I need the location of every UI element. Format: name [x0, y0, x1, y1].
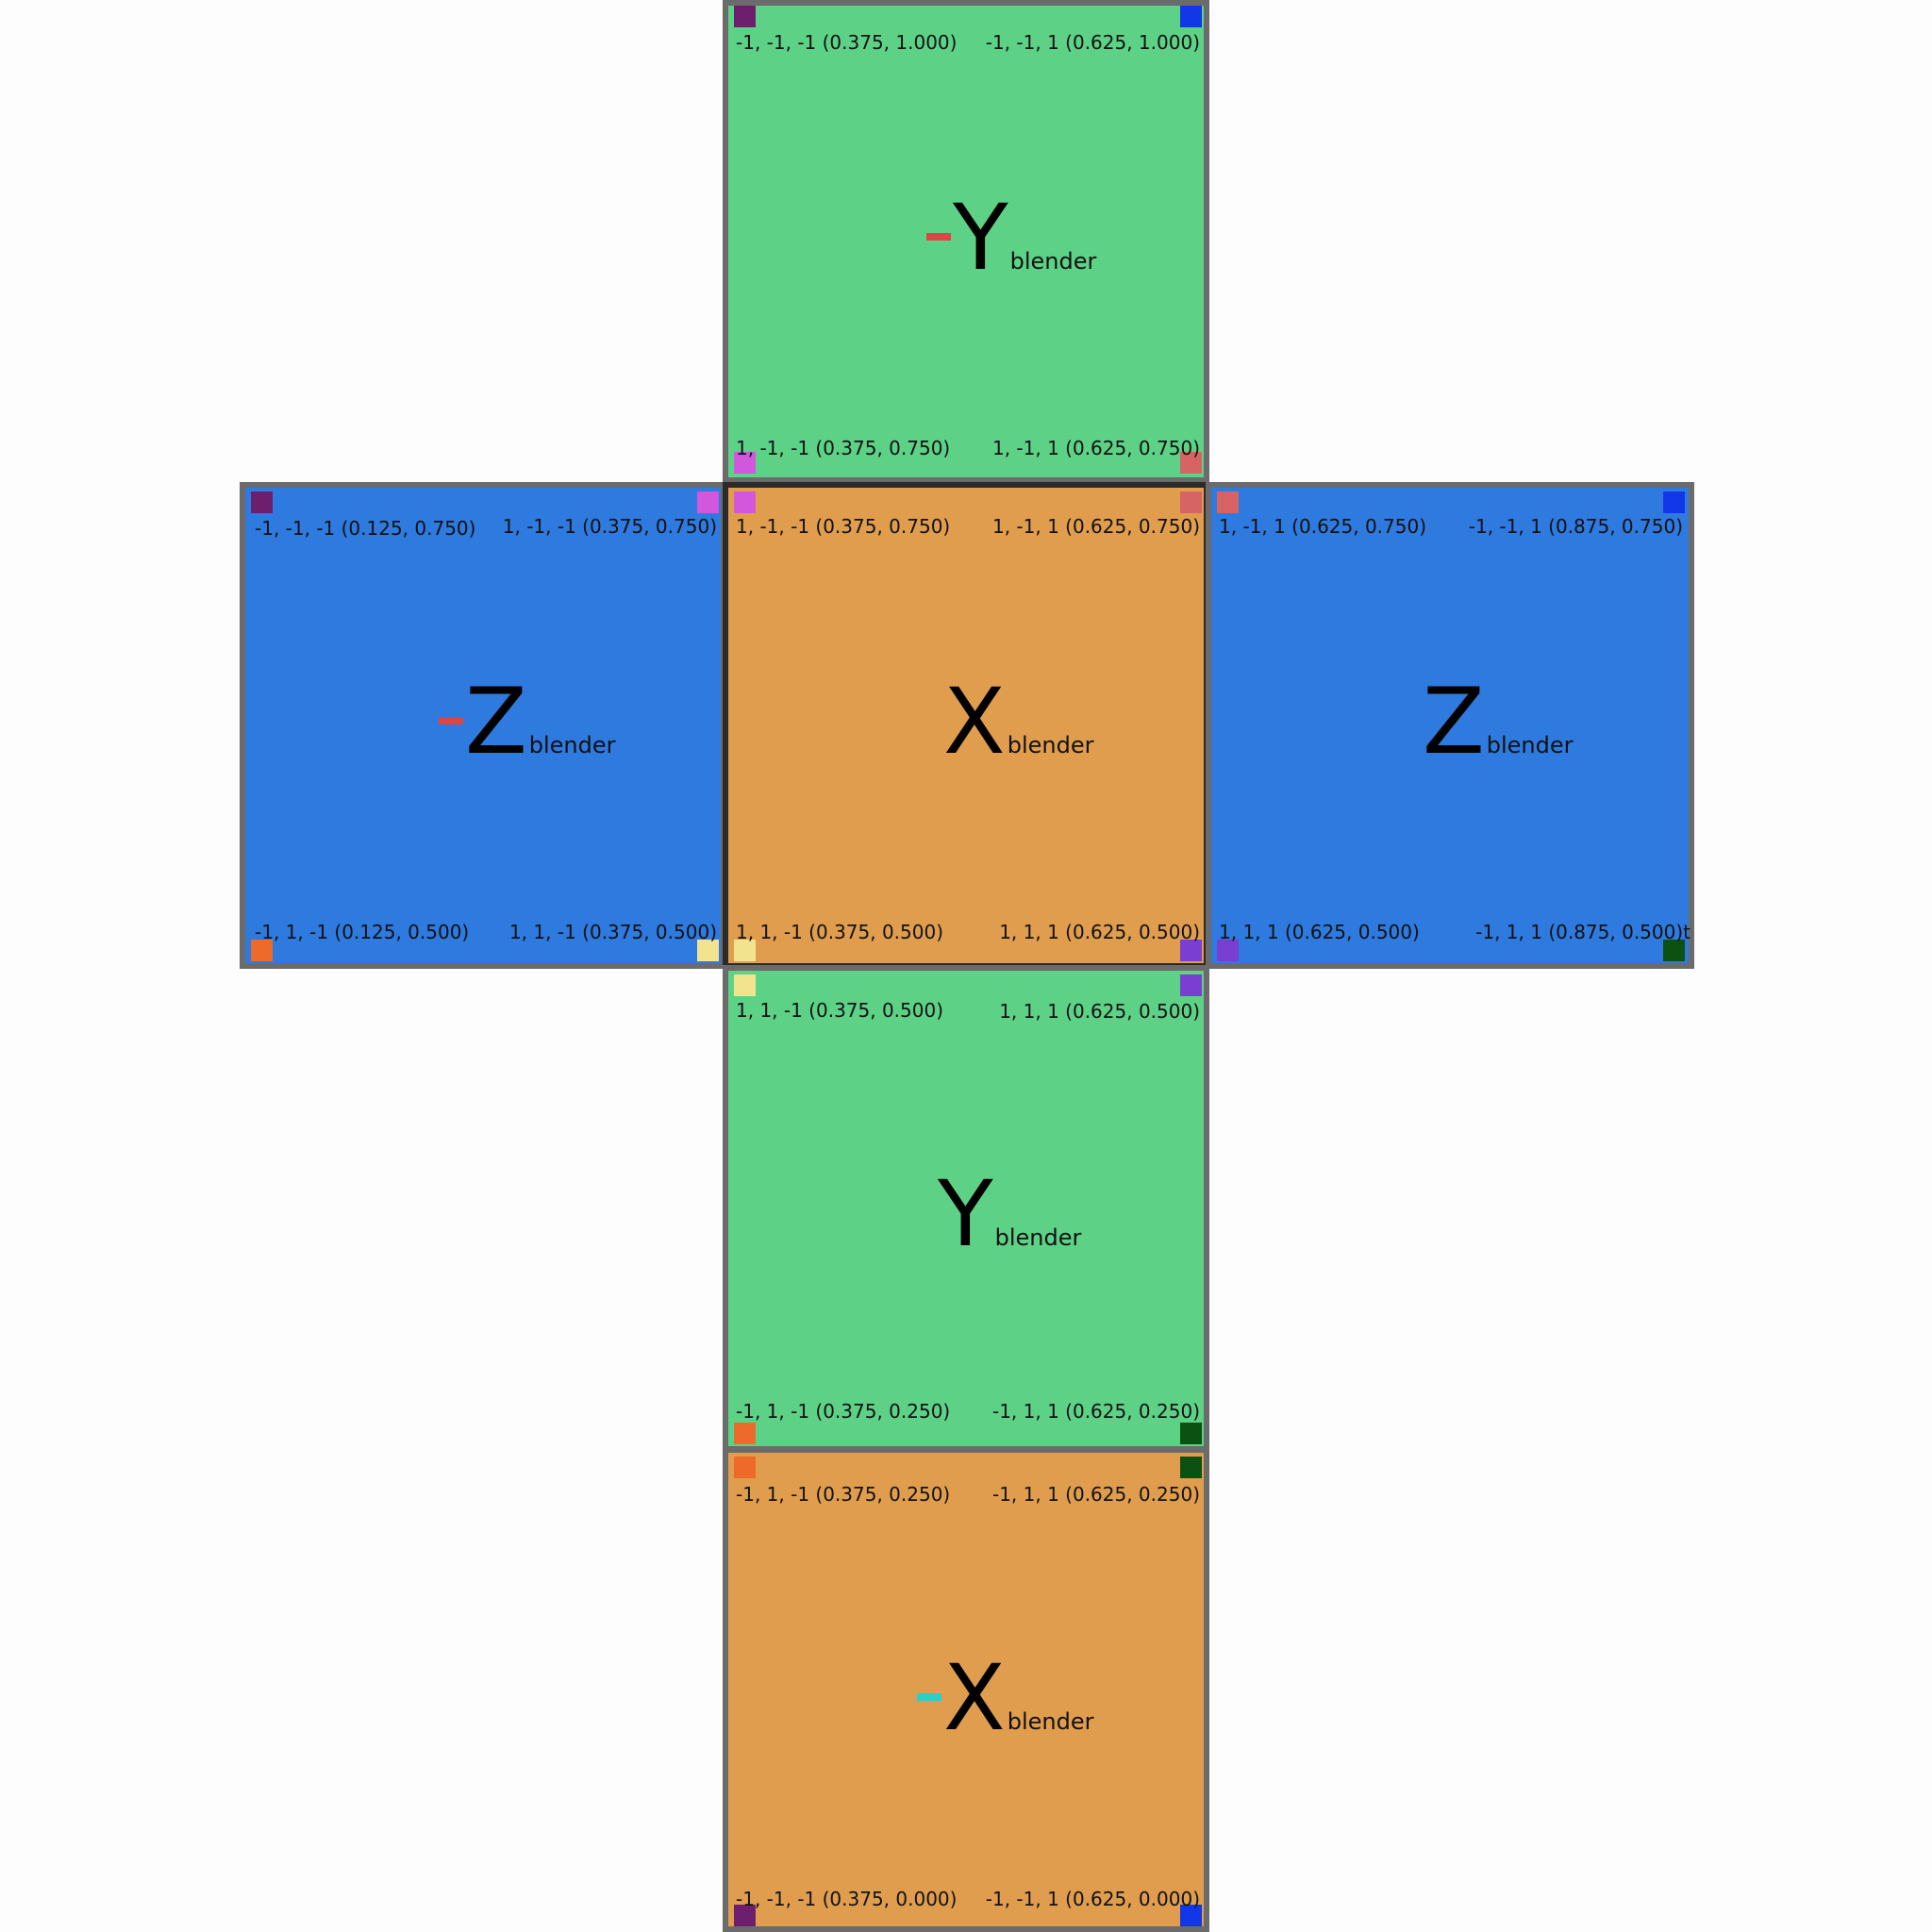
face-pos-x: 1, -1, -1 (0.375, 0.750) 1, -1, 1 (0.625… — [723, 482, 1209, 969]
corner-marker — [1180, 1457, 1202, 1478]
face-neg-x: -1, 1, -1 (0.375, 0.250) -1, 1, 1 (0.625… — [723, 1447, 1209, 1932]
vertex-label: 1, -1, -1 (0.375, 0.750) — [736, 515, 951, 538]
face-pos-y: 1, 1, -1 (0.375, 0.500) 1, 1, 1 (0.625, … — [723, 965, 1209, 1452]
axis-subscript: blender — [1009, 248, 1097, 275]
vertex-label: 1, -1, -1 (0.375, 0.750) — [736, 437, 951, 459]
axis-letter: Z — [465, 669, 527, 774]
axis-letter: Z — [1423, 669, 1485, 774]
axis-subscript: blender — [994, 1224, 1082, 1251]
corner-marker — [1180, 1905, 1202, 1926]
face-title: Y blender — [938, 1169, 1081, 1259]
axis-letter: X — [943, 1645, 1006, 1751]
face-title: Z blender — [1423, 676, 1574, 767]
vertex-label: -1, -1, -1 (0.375, 1.000) — [736, 31, 958, 54]
vertex-label: 1, 1, -1 (0.375, 0.500) — [736, 921, 944, 943]
vertex-label: -1, 1, -1 (0.125, 0.500) — [255, 921, 470, 943]
vertex-label: -1, -1, -1 (0.375, 0.000) — [736, 1888, 958, 1910]
vertex-label: 1, -1, 1 (0.625, 0.750) — [991, 515, 1200, 538]
vertex-label: -1, -1, 1 (0.625, 1.000) — [985, 31, 1200, 54]
vertex-label: 1, 1, -1 (0.375, 0.500) — [736, 999, 944, 1022]
vertex-label: 1, 1, -1 (0.375, 0.500) — [508, 921, 717, 943]
corner-marker — [1180, 940, 1202, 961]
vertex-label: 1, -1, -1 (0.375, 0.750) — [502, 515, 717, 538]
vertex-label: -1, 1, 1 (0.875, 0.500)t — [1475, 921, 1690, 943]
corner-marker — [1663, 940, 1685, 961]
face-neg-z: -1, -1, -1 (0.125, 0.750) 1, -1, -1 (0.3… — [240, 482, 726, 969]
axis-subscript: blender — [1486, 732, 1574, 758]
vertex-label: -1, 1, 1 (0.625, 0.250) — [991, 1483, 1200, 1506]
minus-sign — [917, 1693, 941, 1701]
corner-marker — [251, 491, 273, 513]
corner-marker — [734, 6, 756, 27]
face-title: Y blender — [926, 192, 1096, 283]
axis-letter: Y — [938, 1161, 993, 1267]
corner-marker — [734, 452, 756, 474]
corner-marker — [734, 940, 756, 961]
corner-marker — [734, 974, 756, 996]
face-title: X blender — [917, 1653, 1094, 1743]
corner-marker — [1180, 491, 1202, 513]
vertex-label: -1, 1, 1 (0.625, 0.250) — [991, 1400, 1200, 1423]
corner-marker — [1180, 1423, 1202, 1444]
axis-subscript: blender — [1007, 1708, 1094, 1735]
corner-marker — [251, 940, 273, 961]
face-pos-z: 1, -1, 1 (0.625, 0.750) -1, -1, 1 (0.875… — [1206, 482, 1694, 969]
axis-letter: X — [943, 669, 1006, 774]
axis-subscript: blender — [1007, 732, 1094, 758]
corner-marker — [1180, 974, 1202, 996]
vertex-label: -1, 1, -1 (0.375, 0.250) — [736, 1483, 951, 1506]
vertex-label: 1, -1, 1 (0.625, 0.750) — [991, 437, 1200, 459]
corner-marker — [1217, 491, 1239, 513]
corner-marker — [1180, 452, 1202, 474]
vertex-label: -1, -1, -1 (0.125, 0.750) — [255, 517, 476, 540]
minus-sign — [926, 233, 951, 241]
minus-sign — [439, 717, 463, 724]
axis-letter: Y — [953, 185, 1008, 291]
corner-marker — [697, 491, 719, 513]
corner-marker — [1180, 6, 1202, 27]
vertex-label: 1, 1, 1 (0.625, 0.500) — [1219, 921, 1420, 943]
corner-marker — [734, 1457, 756, 1478]
corner-marker — [734, 1905, 756, 1926]
vertex-label: 1, 1, 1 (0.625, 0.500) — [999, 921, 1200, 943]
vertex-label: -1, -1, 1 (0.875, 0.750) — [1468, 515, 1683, 538]
vertex-label: -1, 1, -1 (0.375, 0.250) — [736, 1400, 951, 1423]
corner-marker — [1217, 940, 1239, 961]
corner-marker — [697, 940, 719, 961]
corner-marker — [1663, 491, 1685, 513]
face-title: Z blender — [439, 676, 616, 767]
face-neg-y: -1, -1, -1 (0.375, 1.000) -1, -1, 1 (0.6… — [723, 0, 1209, 483]
corner-marker — [734, 1423, 756, 1444]
vertex-label: -1, -1, 1 (0.625, 0.000) — [985, 1888, 1200, 1910]
vertex-label: 1, 1, 1 (0.625, 0.500) — [999, 1000, 1200, 1023]
vertex-label: 1, -1, 1 (0.625, 0.750) — [1219, 515, 1427, 538]
corner-marker — [734, 491, 756, 513]
face-title: X blender — [943, 676, 1094, 767]
axis-subscript: blender — [528, 732, 616, 758]
